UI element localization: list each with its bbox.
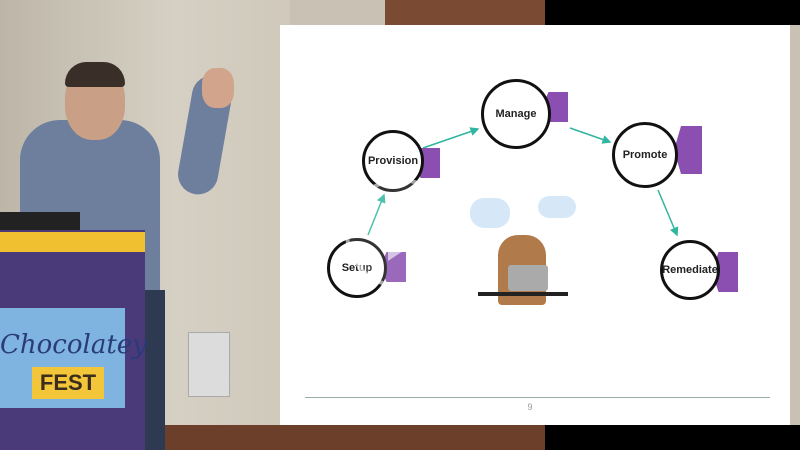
podium-top [0, 232, 145, 252]
wall-outlet [188, 332, 230, 397]
letterbox-bottom [545, 425, 800, 450]
laptop-illustration [508, 265, 548, 291]
arrow-promote-remediate [657, 189, 679, 237]
node-promote: Promote [612, 122, 678, 188]
arrow-manage-promote [569, 127, 612, 144]
letterbox-top [545, 0, 800, 25]
node-label: Provision [367, 155, 419, 167]
banner-fest-logo: FEST [32, 367, 104, 399]
play-icon[interactable] [388, 205, 430, 261]
arrow-provision-manage [422, 127, 480, 149]
node-remediate: Remediate [660, 240, 720, 300]
speaker-hand [202, 68, 234, 108]
thought-cloud-right [538, 196, 576, 218]
node-label: Remediate [662, 264, 718, 276]
node-manage: Manage [481, 79, 551, 149]
node-label: Manage [495, 108, 537, 120]
desk-illustration [478, 292, 568, 296]
slide-page-number: 9 [527, 402, 533, 412]
wood-panel-bottom [150, 425, 545, 450]
promote-icon [674, 126, 702, 174]
banner-logo-text: Chocolatey [0, 330, 147, 360]
speaker-hair [65, 62, 125, 87]
node-label: Promote [622, 149, 668, 161]
thought-cloud-left [470, 198, 510, 228]
slide-footer-rule [305, 397, 770, 398]
podium-monitor [0, 212, 80, 234]
